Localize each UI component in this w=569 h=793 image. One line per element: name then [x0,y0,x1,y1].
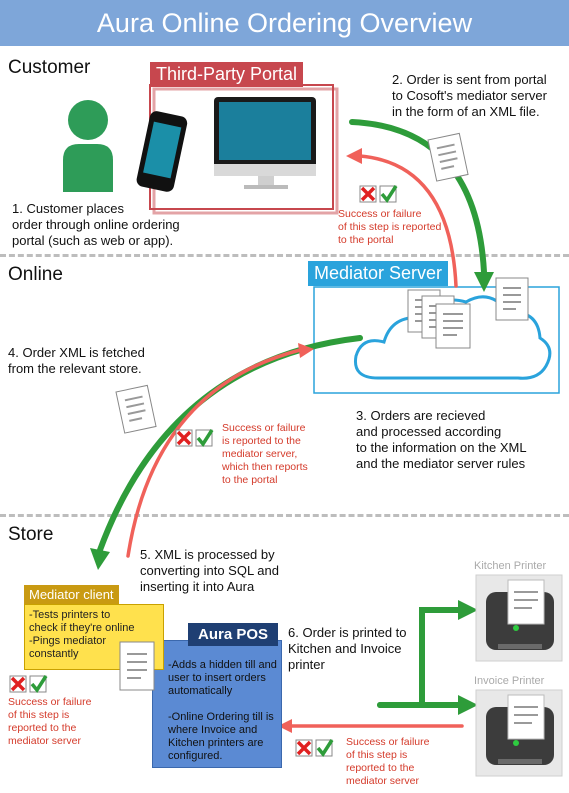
section-title-customer: Customer [8,57,91,78]
section-title-online: Online [8,264,63,285]
monitor-icon [214,97,316,189]
aura-pos-label: Aura POS [188,623,279,646]
step-3-text: 3. Orders are recieved and processed acc… [356,408,527,471]
kitchen-printer-icon [475,574,563,662]
feedback-mediator-text: Success or failure is reported to the me… [222,422,308,486]
aura-pos-notes: -Adds a hidden till and user to insert o… [168,659,277,762]
status-marks-mediator [175,429,214,447]
status-marks-portal [359,185,398,203]
status-marks-client [9,675,48,693]
section-divider [0,514,569,517]
step-5-text: 5. XML is processed by converting into S… [140,547,279,594]
invoice-printer-label: Invoice Printer [474,675,545,687]
status-marks-printer [295,739,334,757]
third-party-portal-label: Third-Party Portal [150,62,304,87]
xml-document-icon [427,132,469,182]
page-title: Aura Online Ordering Overview [0,0,569,46]
xml-document-icon [495,277,529,321]
section-title-store: Store [8,524,54,545]
invoice-printer-icon [475,689,563,777]
xml-document-icon [115,384,157,434]
smartphone-icon [136,111,188,192]
feedback-client-text: Success or failure of this step is repor… [8,696,92,747]
mediator-server-label: Mediator Server [308,261,449,286]
section-divider [0,254,569,257]
mediator-client-label: Mediator client [24,585,119,604]
step-1-text: 1. Customer places order through online … [12,201,180,248]
step-2-text: 2. Order is sent from portal to Cosoft's… [392,72,547,119]
feedback-portal-text: Success or failure of this step is repor… [338,208,442,246]
step-4-text: 4. Order XML is fetched from the relevan… [8,345,145,376]
mediator-client-notes: -Tests printers to check if they're onli… [29,609,135,660]
customer-person-icon [63,100,113,192]
aura-pos-box [152,640,282,768]
xml-document-icon [435,303,471,349]
step-6-text: 6. Order is printed to Kitchen and Invoi… [288,625,407,672]
feedback-printer-text: Success or failure of this step is repor… [346,736,430,787]
kitchen-printer-label: Kitchen Printer [474,560,547,572]
